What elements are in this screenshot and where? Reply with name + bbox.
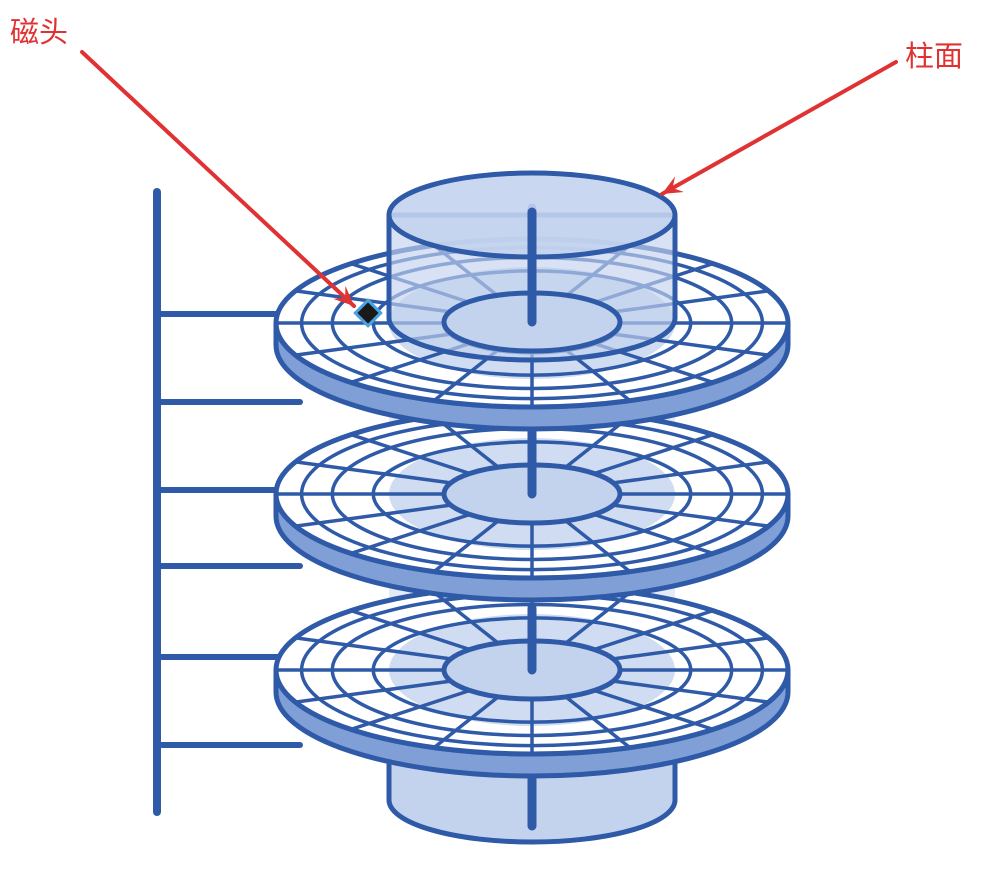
arrow-shaft <box>80 50 356 308</box>
lower-cylinder-base <box>386 757 678 845</box>
platter-2 <box>273 345 791 603</box>
platters <box>273 170 791 779</box>
head-label: 磁头 <box>10 15 69 49</box>
cylinder-arrow <box>660 60 898 196</box>
arrow-tip-icon <box>333 285 354 306</box>
head-arrow <box>80 50 356 308</box>
cylinder-top <box>386 170 678 363</box>
arrow-shaft <box>660 60 898 196</box>
annotations <box>80 50 898 328</box>
head-marker-icon <box>353 298 383 328</box>
cylinder-label: 柱面 <box>905 39 964 73</box>
arrow-tip-icon <box>662 176 684 194</box>
